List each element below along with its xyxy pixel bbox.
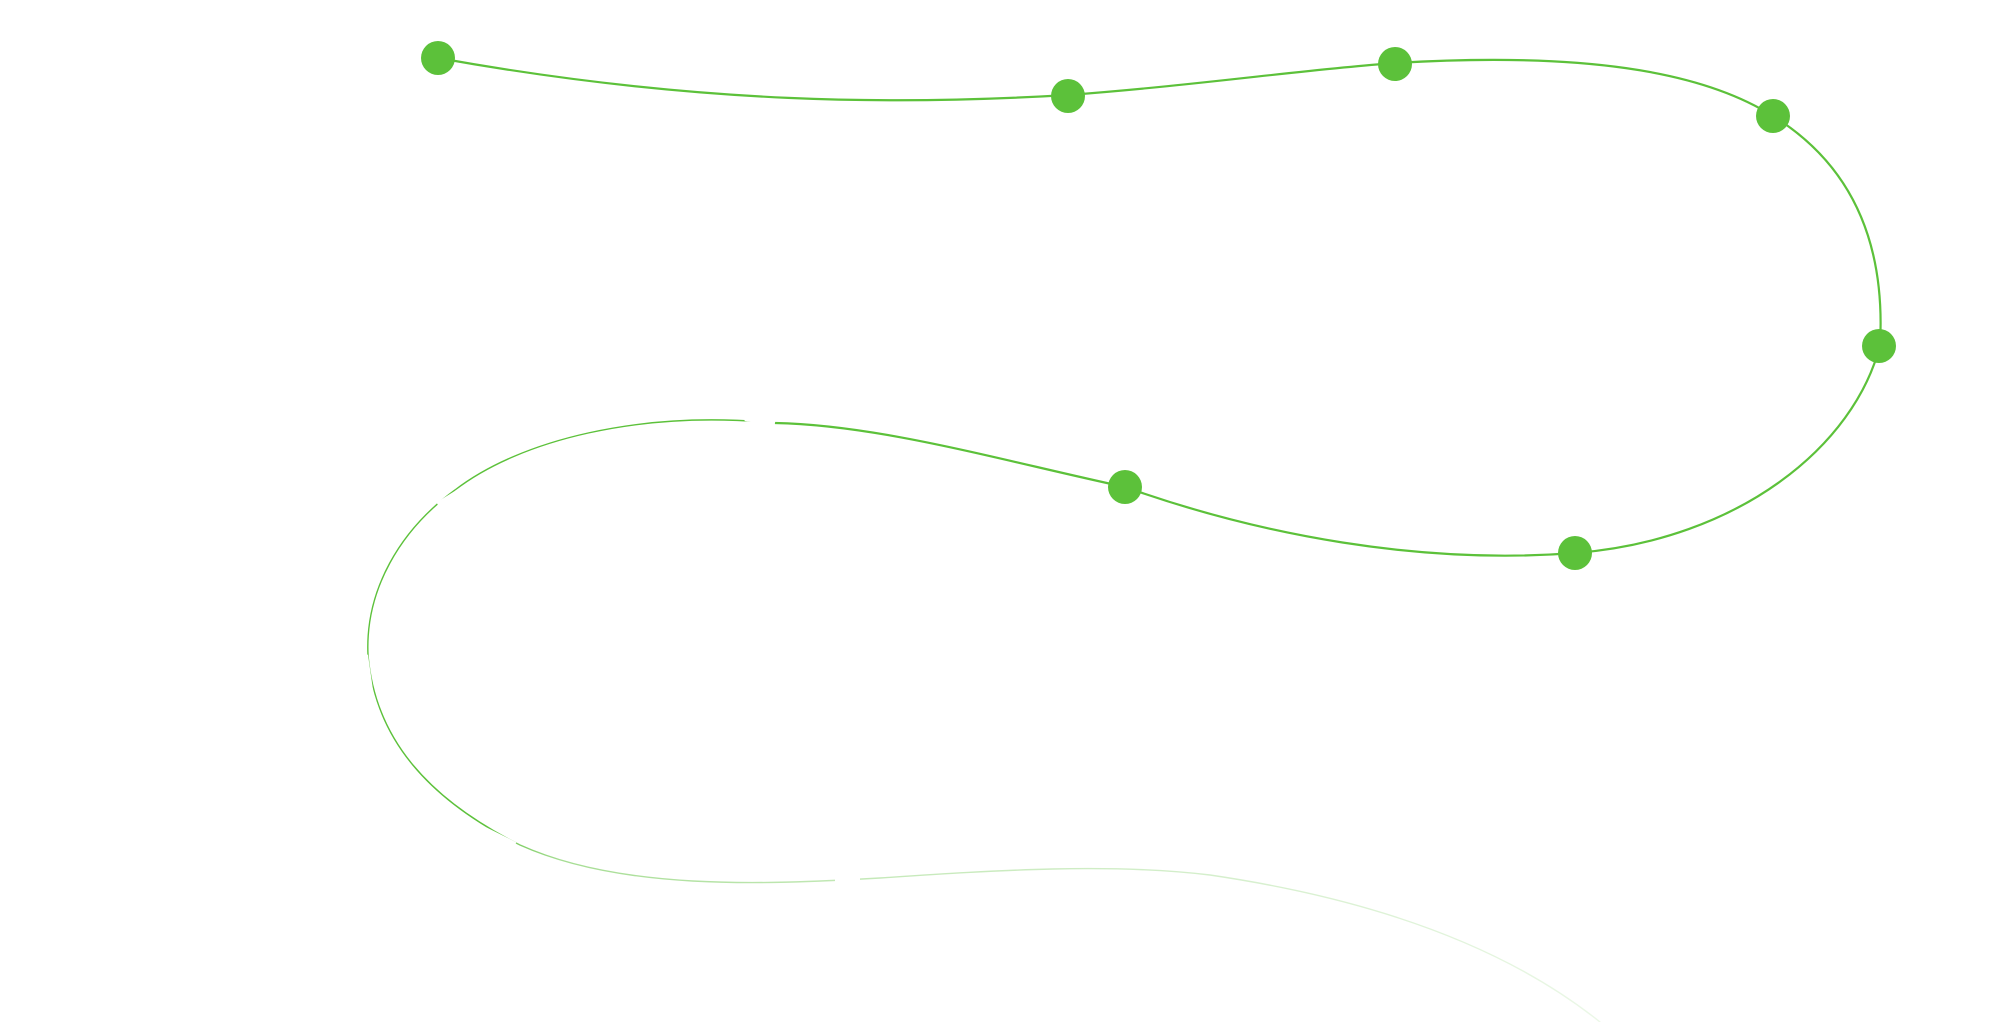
- node-2[interactable]: [1051, 79, 1085, 113]
- path-line-fading: [367, 419, 1601, 1022]
- path-gaps: [362, 415, 861, 883]
- nodes: [421, 41, 1896, 570]
- node-4[interactable]: [1756, 99, 1790, 133]
- node-3[interactable]: [1378, 47, 1412, 81]
- node-1[interactable]: [421, 41, 455, 75]
- node-7[interactable]: [1108, 470, 1142, 504]
- path-line-solid: [436, 56, 1882, 557]
- node-6[interactable]: [1558, 536, 1592, 570]
- node-5[interactable]: [1862, 329, 1896, 363]
